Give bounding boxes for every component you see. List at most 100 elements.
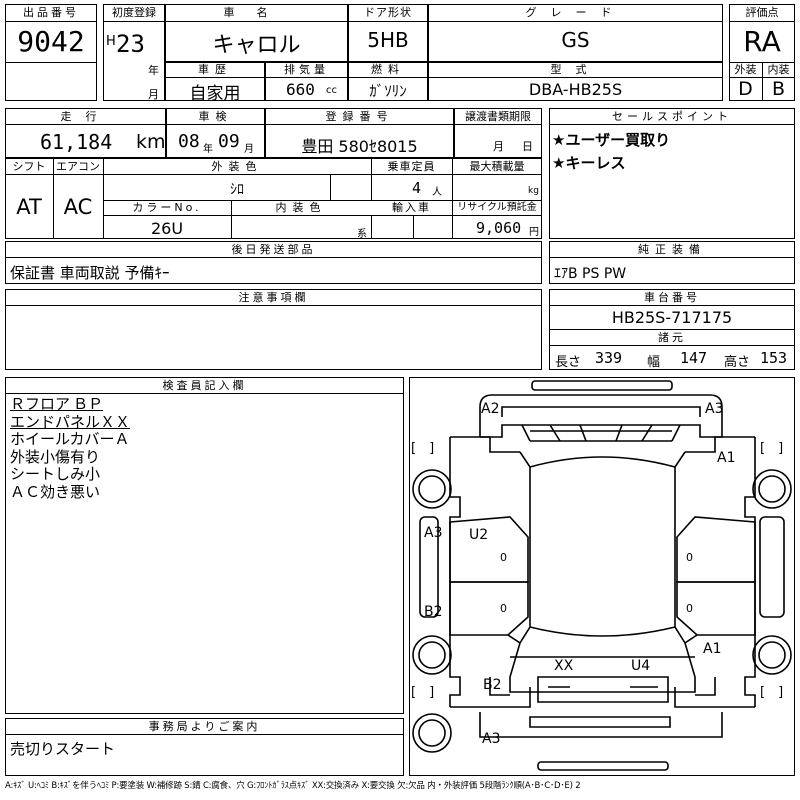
inspector-line: Ｒフロア ＢＰ [10,395,103,413]
rear-bumper-bar [537,761,669,771]
car-diagram [412,380,792,771]
damage-mark-xx-rear: XX [554,658,574,674]
dims-label: 諸元 [658,331,686,344]
lot-number-box [5,4,97,101]
displacement-label: 排気量 [284,63,329,76]
ext-color: ｼﾛ [230,182,244,198]
plate-label: 登録番号 [325,110,394,123]
recycle-fee: 9,060 [476,219,522,237]
score-label: 評価点 [745,6,779,19]
model-label: 型式 [550,63,601,76]
equipment-value: ｴｱB PS PW [554,266,627,282]
inspection-label: 車検 [198,110,233,123]
capacity-unit: 人 [432,187,442,198]
import-label: 輸入車 [392,201,431,214]
int-color-label: 内装色 [275,201,327,214]
bracket-front-right: [ ] [760,441,784,456]
era: H [106,34,116,49]
plate-number: 豊田 580ｾ8015 [301,137,418,156]
length-label: 長さ [555,355,582,370]
damage-mark-u4-rear: U4 [631,658,651,674]
shift: AT [16,195,42,219]
load-unit: kg [528,186,539,196]
ac: AC [63,195,93,219]
damage-mark-a3-left: A3 [424,525,443,541]
plate-box [265,108,454,158]
tire-depth: 0 [686,551,693,564]
tire-depth: 0 [686,602,693,615]
height: 153 [760,349,788,367]
fuel-box [348,62,428,101]
inspection-box [166,108,265,158]
rear-right-wheel [752,635,792,675]
int-color-unit: 系 [357,229,367,240]
car-name-label: 車名 [223,6,290,19]
transfer-month-unit: 月 [493,140,504,153]
legend: A:ｷｽﾞ U:ﾍｺﾐ B:ｷｽﾞを伴うﾍｺﾐ P:要塗装 W:補修跡 S:錆 … [5,781,581,791]
parts-box [5,241,542,284]
damage-mark-a1-rear-right: A1 [703,641,722,657]
left-side-panel [419,516,439,618]
spec-box [5,158,542,239]
door-type: 5HB [367,28,409,52]
displacement: 660 [286,80,315,99]
grade: GS [561,28,590,52]
year-unit: 年 [148,64,159,77]
tire-depth: 0 [500,602,507,615]
recycle-label: リサイクル預託金 [457,202,537,213]
car-diagram-box [409,377,795,776]
displacement-box [265,62,348,101]
color-no-label: カラーNo. [132,201,202,214]
load-label: 最大積載量 [469,160,525,173]
front-bumper-bar [531,380,673,391]
ext-color-label: 外装色 [211,160,263,173]
inspector-box [5,377,404,714]
tire-depth: 0 [500,551,507,564]
capacity: 4 [412,179,422,197]
inspector-label: 検査員記入欄 [162,379,247,392]
left-body-outline [449,437,461,707]
spare-wheel [412,713,452,753]
grade-label: グレード [525,6,626,19]
inspection-month-unit: 月 [244,144,254,155]
history-label: 車歴 [198,63,232,76]
width: 147 [680,349,708,367]
bracket-rear-left: [ ] [411,685,435,700]
notes-label: 注意事項欄 [238,291,309,304]
inspector-line: ＡＣ効き悪い [10,482,101,501]
damage-mark-u2-left: U2 [469,527,489,543]
inspection-month: 09 [218,131,240,152]
lot-number: 9042 [17,25,85,58]
first-registration-label: 初度登録 [112,6,156,19]
damage-mark-a2-front: A2 [481,401,500,417]
month-unit: 月 [148,88,159,101]
inspector-line: ホイールカバーＡ [10,430,130,448]
inspector-notes: Ｒフロア ＢＰ エンドパネルＸＸ ホイールカバーＡ 外装小傷有り シートしみ小 … [10,395,130,501]
lot-number-label: 出品番号 [23,6,79,19]
parts-value: 保証書 車両取説 予備ｷｰ [10,264,170,282]
grade-box [428,4,723,62]
damage-mark-a1-front-right: A1 [717,450,736,466]
transfer-day-unit: 日 [522,140,533,153]
first-registration-box [103,4,165,101]
sales-point-2: ★キーレス [552,154,626,172]
mileage-unit: km [136,131,166,153]
right-body-outline [744,437,756,707]
office-value: 売切りスタート [10,740,116,758]
first-reg-year: 23 [116,30,145,58]
mileage: 61,184 [40,130,113,154]
front-right-wheel [752,469,792,509]
history-box [165,62,265,101]
length: 339 [595,349,623,367]
office-label: 事務局よりご案内 [148,720,261,733]
score: RA [743,25,781,58]
notes-box [5,289,542,370]
parts-label: 後日発送部品 [231,243,316,256]
sales-point-1: ★ユーザー買取り [552,131,671,149]
damage-mark-a3-front: A3 [705,401,724,417]
rear-plate-area [537,676,669,703]
damage-mark-b2-left: B2 [424,604,443,620]
door-box [348,4,428,62]
chassis-number: HB25S-717175 [611,308,733,327]
mileage-box [5,108,166,158]
